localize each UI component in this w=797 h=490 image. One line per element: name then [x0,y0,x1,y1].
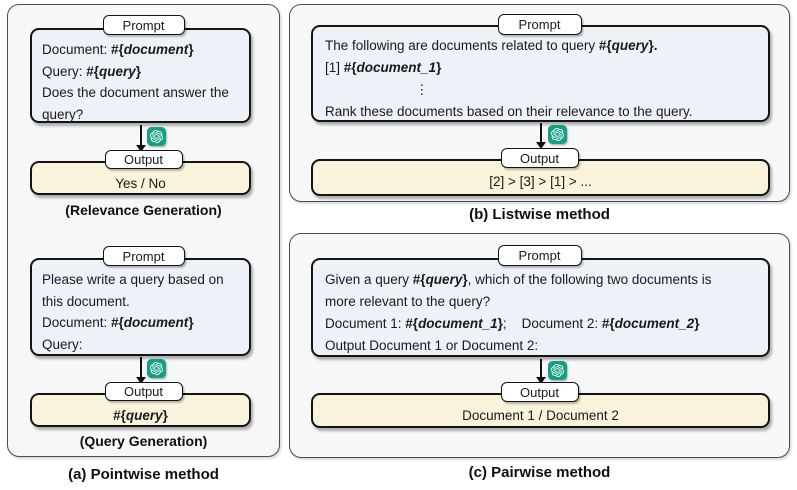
arrow-down-icon [135,357,147,384]
arrow-head [536,377,546,384]
pairwise-output-text: Document 1 / Document 2 [462,408,619,423]
openai-logo-icon [548,361,567,380]
arrow-head [136,377,146,384]
arrow-down-icon [135,125,147,152]
caption-pairwise: (c) Pairwise method [468,464,611,481]
querygen-output-text: #{query} [113,408,168,423]
querygen-output-tab-label: Output [123,384,164,399]
arrow-line [540,123,542,142]
listwise-output-text: [2] > [3] > [1] > ... [489,174,592,189]
relevance-generation-sublabel: (Relevance Generation) [65,202,222,218]
arrow-down-icon [535,123,547,149]
listwise-prompt-tab-label: Prompt [518,17,561,32]
pairwise-prompt-tab: Prompt [497,245,582,266]
panel-listwise: Prompt The following are documents relat… [289,4,790,202]
querygen-prompt-box: Please write a query based on this docum… [30,258,251,356]
listwise-prompt-text: The following are documents related to q… [325,38,693,119]
pairwise-prompt-box: Given a query #{query}, which of the fol… [311,258,770,357]
arrow-line [540,359,542,377]
relevance-prompt-tab: Prompt [102,15,185,35]
arrow-down-icon [535,359,547,384]
openai-logo-icon [548,125,567,144]
pairwise-prompt-tab-label: Prompt [518,248,561,263]
querygen-output-tab: Output [104,382,183,401]
pairwise-prompt-text: Given a query #{query}, which of the fol… [325,272,712,353]
panel-pairwise: Prompt Given a query #{query}, which of … [289,233,790,458]
querygen-prompt-text: Please write a query based on this docum… [42,272,224,352]
relevance-output-tab-label: Output [123,152,164,167]
openai-logo-icon [147,127,166,146]
caption-pointwise: (a) Pointwise method [68,466,219,483]
relevance-output-tab: Output [104,150,183,169]
relevance-prompt-tab-label: Prompt [122,17,165,33]
caption-listwise: (b) Listwise method [469,206,610,223]
openai-logo-icon [147,359,166,378]
relevance-prompt-text: Document: #{document} Query: #{query} Do… [42,42,229,122]
listwise-output-tab-label: Output [519,150,560,166]
listwise-prompt-tab: Prompt [497,14,582,35]
relevance-output-text: Yes / No [115,176,166,191]
pairwise-output-tab: Output [500,382,579,402]
listwise-prompt-box: The following are documents related to q… [311,25,770,122]
panel-pointwise: Prompt Document: #{document} Query: #{qu… [7,4,280,457]
listwise-output-tab: Output [500,148,579,168]
arrow-line [140,125,142,145]
querygen-prompt-tab-label: Prompt [122,248,165,264]
arrow-line [140,357,142,377]
relevance-output-box: Yes / No [30,161,251,195]
relevance-prompt-box: Document: #{document} Query: #{query} Do… [30,28,251,123]
arrow-head [536,142,546,149]
arrow-head [136,145,146,152]
pairwise-output-tab-label: Output [519,384,560,400]
query-generation-sublabel: (Query Generation) [79,433,208,449]
querygen-prompt-tab: Prompt [102,246,185,266]
